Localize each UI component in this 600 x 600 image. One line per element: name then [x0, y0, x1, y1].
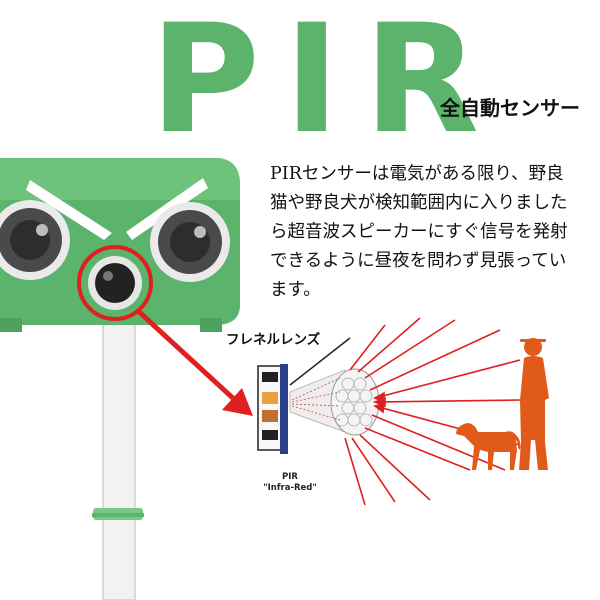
pointer-arrow	[135, 308, 253, 416]
description-line: 猫や野良犬が検知範囲内に入りました	[270, 193, 568, 213]
right-light-strip	[126, 178, 208, 240]
description-line: できるように昼夜を問わず見張ってい	[270, 251, 567, 271]
repeller-device	[0, 158, 240, 332]
description-text: PIRセンサーは電気がある限り、野良 猫や野良犬が検知範囲内に入りました ら超音…	[270, 160, 590, 305]
person-silhouette	[519, 338, 549, 470]
description-line: PIRセンサーは電気がある限り、野良	[270, 164, 564, 184]
pir-label: PIR "Infra-Red"	[250, 472, 330, 494]
lens-callout-line	[289, 337, 351, 386]
fresnel-lens	[289, 368, 380, 436]
right-speaker-eye	[150, 202, 230, 282]
fresnel-lens-label: フレネルレンズ	[226, 332, 321, 348]
description-line: ます。	[270, 280, 321, 300]
left-light-strip	[26, 180, 112, 240]
pir-label-line: PIR	[282, 472, 298, 482]
pir-sensor	[77, 245, 153, 321]
pole	[92, 319, 144, 600]
dog-silhouette	[456, 423, 521, 470]
pir-label-line: "Infra-Red"	[263, 483, 317, 493]
page-title: PIR	[150, 0, 504, 167]
left-speaker-eye	[0, 200, 70, 280]
description-line: ら超音波スピーカーにすぐ信号を発射	[270, 222, 568, 242]
pir-sensor-board	[257, 364, 288, 454]
page-subtitle: 全自動センサー	[440, 96, 580, 120]
